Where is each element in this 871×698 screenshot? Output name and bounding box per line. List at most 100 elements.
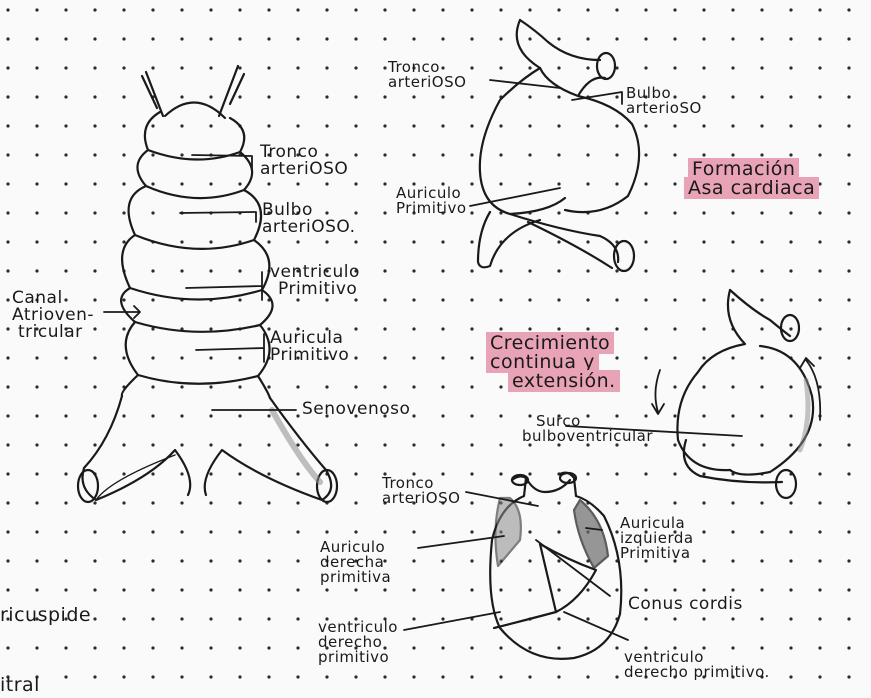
grid-dot <box>354 356 357 359</box>
grid-dot <box>557 37 560 40</box>
grid-dot <box>499 8 502 11</box>
grid-dot <box>702 298 705 301</box>
label-tronco-line2: arteriOSO <box>260 161 348 178</box>
grid-dot <box>528 530 531 533</box>
grid-dot <box>731 66 734 69</box>
grid-dot <box>296 240 299 243</box>
grid-dot <box>6 443 9 446</box>
grid-dot <box>586 617 589 620</box>
grid-dot <box>789 124 792 127</box>
grid-dot <box>412 327 415 330</box>
heading-crecimiento-line3: extensión. <box>508 370 620 392</box>
grid-dot <box>180 356 183 359</box>
grid-dot <box>6 37 9 40</box>
grid-dot <box>789 385 792 388</box>
label-partial-tricuspide: ricuspide <box>0 606 91 625</box>
grid-dot <box>35 356 38 359</box>
grid-dot <box>6 240 9 243</box>
grid-dot <box>760 327 763 330</box>
grid-dot <box>847 356 850 359</box>
grid-dot <box>470 414 473 417</box>
grid-dot <box>412 356 415 359</box>
grid-dot <box>731 37 734 40</box>
grid-dot <box>267 675 270 678</box>
label-b-tronco-line2: arteriOSO <box>382 491 460 506</box>
grid-dot <box>470 37 473 40</box>
label-surco-line2: bulboventricular <box>522 429 653 444</box>
grid-dot <box>296 37 299 40</box>
grid-dot <box>673 211 676 214</box>
grid-dot <box>122 559 125 562</box>
grid-dot <box>441 356 444 359</box>
grid-dot <box>151 153 154 156</box>
grid-dot <box>818 240 821 243</box>
grid-dot <box>586 8 589 11</box>
label-ventriculo-derecho: ventriculo derecho primitivo <box>318 620 398 665</box>
grid-dot <box>64 182 67 185</box>
grid-dot <box>35 240 38 243</box>
grid-dot <box>354 472 357 475</box>
grid-dot <box>267 472 270 475</box>
grid-dot <box>180 124 183 127</box>
grid-dot <box>325 182 328 185</box>
grid-dot <box>818 356 821 359</box>
grid-dot <box>441 443 444 446</box>
grid-dot <box>6 530 9 533</box>
grid-dot <box>789 37 792 40</box>
grid-dot <box>586 588 589 591</box>
grid-dot <box>760 124 763 127</box>
grid-dot <box>383 530 386 533</box>
grid-dot <box>93 443 96 446</box>
grid-dot <box>789 153 792 156</box>
grid-dot <box>586 37 589 40</box>
grid-dot <box>325 66 328 69</box>
grid-dot <box>557 211 560 214</box>
grid-dot <box>412 8 415 11</box>
grid-dot <box>209 182 212 185</box>
grid-dot <box>64 153 67 156</box>
grid-dot <box>847 646 850 649</box>
grid-dot <box>151 559 154 562</box>
grid-dot <box>702 443 705 446</box>
grid-dot <box>528 153 531 156</box>
grid-dot <box>180 95 183 98</box>
grid-dot <box>383 443 386 446</box>
grid-dot <box>412 37 415 40</box>
grid-dot <box>789 66 792 69</box>
grid-dot <box>615 124 618 127</box>
grid-dot <box>789 646 792 649</box>
grid-dot <box>6 211 9 214</box>
grid-dot <box>267 37 270 40</box>
grid-dot <box>209 8 212 11</box>
grid-dot <box>441 269 444 272</box>
grid-dot <box>64 646 67 649</box>
grid-dot <box>673 588 676 591</box>
grid-dot <box>93 559 96 562</box>
grid-dot <box>93 356 96 359</box>
grid-dot <box>180 37 183 40</box>
grid-dot <box>847 269 850 272</box>
grid-dot <box>673 327 676 330</box>
grid-dot <box>64 37 67 40</box>
grid-dot <box>35 269 38 272</box>
grid-dot <box>789 530 792 533</box>
grid-dot <box>673 472 676 475</box>
label-tr-auricula-primitiva: Auriculo Primitivo <box>396 186 467 216</box>
grid-dot <box>673 124 676 127</box>
grid-dot <box>6 646 9 649</box>
grid-dot <box>789 559 792 562</box>
grid-dot <box>238 182 241 185</box>
grid-dot <box>383 153 386 156</box>
grid-dot <box>64 443 67 446</box>
grid-dot <box>441 153 444 156</box>
grid-dot <box>354 8 357 11</box>
grid-dot <box>528 646 531 649</box>
grid-dot <box>354 37 357 40</box>
grid-dot <box>615 269 618 272</box>
grid-dot <box>267 530 270 533</box>
grid-dot <box>354 66 357 69</box>
grid-dot <box>267 240 270 243</box>
grid-dot <box>122 588 125 591</box>
grid-dot <box>702 327 705 330</box>
grid-dot <box>180 153 183 156</box>
